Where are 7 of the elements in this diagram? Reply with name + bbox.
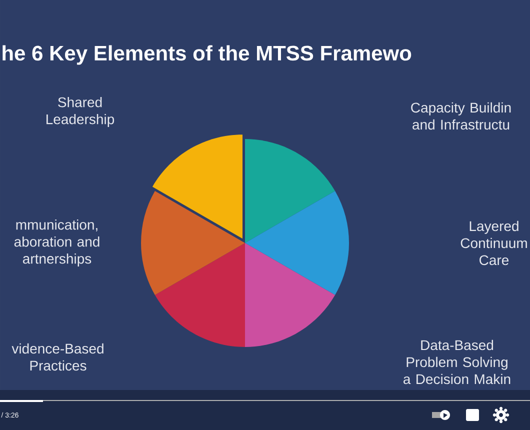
segment-label: Capacity Buildin and Infrastructu (411, 102, 511, 130)
slide-title: he 6 Key Elements of the MTSS Framewo (2, 45, 412, 65)
segment-label: mmunication, aboration and artnerships (14, 219, 100, 266)
segment-label: Data-Based Problem Solving a Decision Makin (404, 340, 510, 384)
segment-label: Layered Continuum Care (460, 220, 527, 266)
segment-label: Shared Leadership (46, 96, 114, 127)
segment-label: vidence-Based Practices (12, 343, 104, 371)
